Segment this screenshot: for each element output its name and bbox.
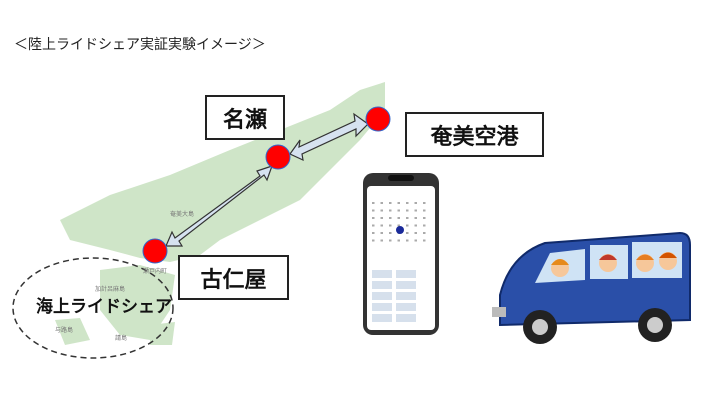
calendar-day [380,217,383,219]
calendar-day [423,239,426,242]
calendar-day [372,232,375,234]
children [551,252,677,277]
calendar-day [406,217,409,219]
map-label-amami: 奄美大島 [170,211,195,218]
calendar-day [389,224,392,227]
calendar-day [389,209,392,212]
calendar-day [414,239,417,242]
sea-rideshare-area [12,257,174,359]
time-slot [396,292,416,300]
time-slot [372,292,392,300]
calendar-day [414,224,417,227]
calendar-day [406,239,409,242]
map-label-yoro: 与路島 [55,327,74,334]
calendar-day [380,224,383,227]
stop-koniya [142,238,168,264]
calendar-day [380,239,383,242]
calendar-day [372,224,375,227]
calendar-day [406,202,409,204]
map-label-kakeroma: 加計呂麻島 [95,286,126,293]
label-airport: 奄美空港 [405,112,544,157]
calendar-day [406,209,409,212]
time-slot [396,270,416,278]
calendar-day [414,232,417,234]
calendar-day [380,202,383,204]
calendar-day [389,202,392,204]
calendar-day [397,202,400,204]
calendar-day [423,224,426,227]
calendar-day [372,239,375,242]
calendar-day [372,217,375,219]
stop-airport [365,106,391,132]
page-title: ＜陸上ライドシェア実証実験イメージ＞ [14,37,266,53]
time-slot [372,281,392,289]
calendar-day [414,217,417,219]
time-slot [396,303,416,311]
amami-island-land [55,82,385,345]
calendar-day [423,202,426,204]
calendar-day [372,202,375,204]
time-slot [372,303,392,311]
calendar-day [380,232,383,234]
calendar-day [406,224,409,227]
calendar-day [380,209,383,212]
calendar-day [372,209,375,212]
van-with-children-icon [492,231,691,344]
calendar-day [423,232,426,234]
calendar-day [389,232,392,234]
calendar-day [389,217,392,219]
calendar-day [414,202,417,204]
calendar-day [389,239,392,242]
calendar-day [414,209,417,212]
label-naze: 名瀬 [205,95,285,140]
label-koniya: 古仁屋 [178,255,289,300]
calendar-day [406,232,409,234]
time-slot [372,270,392,278]
calendar-day [423,209,426,212]
calendar-day [423,217,426,219]
sea-rideshare-label: 海上ライドシェア [36,297,172,317]
time-slot [396,314,416,322]
calendar-day [397,209,400,212]
calendar-day [397,224,400,227]
calendar-day [397,217,400,219]
map-label-setouchi: 瀬戸内町 [143,268,168,275]
map-label-uke: 請島 [115,335,128,342]
phone-app-icon [363,173,439,335]
stop-naze [265,144,291,170]
time-slot [372,314,392,322]
time-slot [396,281,416,289]
calendar-day [397,239,400,242]
